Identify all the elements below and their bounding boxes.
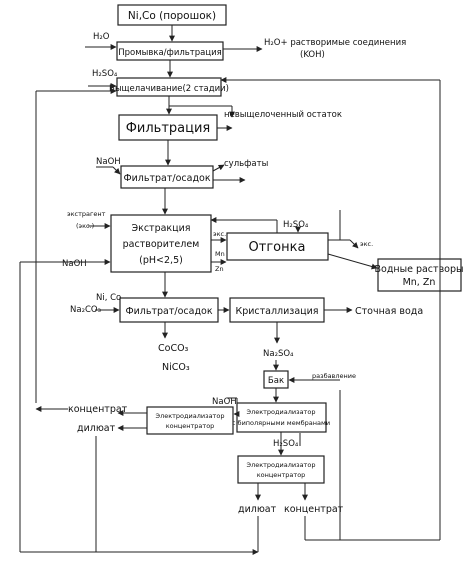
box-water: Водные растворы Mn, Zn	[374, 258, 464, 292]
box-edbm-line2: с биполярными мембранами	[232, 419, 330, 427]
box-filtration: Фильтрация	[118, 114, 218, 141]
label-h2so4-leach: H₂SO₄	[92, 69, 118, 79]
box-edc1: Электродиализатор концентратор	[146, 406, 234, 435]
label-zn: Zn	[215, 265, 224, 273]
label-naoh-3: NaOH	[212, 397, 237, 407]
label-concentrate-2: концентрат	[284, 504, 344, 515]
label-extractant-line2: (экс.)	[76, 222, 94, 230]
box-stripping: Отгонка	[226, 232, 329, 261]
label-naoh-2: NaOH	[62, 259, 87, 269]
label-mn: Mn	[215, 250, 225, 258]
label-na2co3: Na₂CO₃	[70, 305, 101, 315]
label-na2so4: Na₂SO₄	[263, 349, 294, 359]
box-edbm-line1: Электродиализатор	[247, 408, 316, 416]
box-bak: Бак	[263, 370, 289, 389]
label-diluate-1: дилюат	[77, 423, 116, 434]
label-eks-2: экс.	[360, 240, 373, 248]
label-h2so4-3: H₂SO₄	[273, 439, 299, 449]
label-eks-1: экс.	[213, 230, 226, 238]
box-filtrate1: Фильтрат/осадок	[120, 165, 214, 189]
label-coco3: CoCO₃	[158, 343, 189, 354]
box-start-label: Ni,Co (порошок)	[128, 10, 216, 22]
box-edbm: Электродиализатор с биполярными мембрана…	[232, 402, 330, 433]
box-leach-label: Выщелачивание(2 стадии)	[109, 84, 229, 94]
box-wash: Промывка/фильтрация	[116, 41, 224, 61]
box-stripping-label: Отгонка	[249, 240, 306, 255]
box-filtrate2-label: Фильтрат/осадок	[125, 306, 212, 317]
label-extractant-line1: экстрагент	[67, 210, 106, 218]
label-h2o: H₂O	[93, 32, 110, 42]
arrow-water-out	[327, 253, 378, 270]
label-diluate-2: дилюат	[238, 504, 277, 515]
label-h2o-out-line2: (KOH)	[300, 50, 325, 60]
label-concentrate-1: концентрат	[68, 404, 128, 415]
label-nico: Ni, Co	[96, 293, 121, 303]
box-edc2: Электродиализатор концентратор	[237, 455, 325, 484]
box-bak-label: Бак	[268, 376, 284, 386]
box-edc1-line1: Электродиализатор	[156, 412, 225, 420]
box-crystal-label: Кристаллизация	[235, 306, 318, 317]
arrow-eks-out	[349, 239, 359, 249]
box-edc1-line2: концентратор	[166, 422, 215, 430]
arrow-sulfates	[212, 164, 225, 172]
box-extraction-line3: (pH<2,5)	[139, 255, 183, 266]
label-dilution: разбавление	[312, 372, 356, 380]
box-wash-label: Промывка/фильтрация	[118, 48, 222, 58]
box-crystal: Кристаллизация	[229, 297, 325, 323]
box-extraction: Экстракция растворителем (pH<2,5)	[110, 214, 212, 273]
arrow-naoh-1	[112, 166, 121, 175]
box-water-line2: Mn, Zn	[403, 277, 436, 288]
label-naoh-1: NaOH	[96, 157, 121, 167]
label-h2o-out-line1: H₂O+ растворимые соединения	[264, 38, 406, 48]
box-extraction-line2: растворителем	[123, 239, 200, 250]
box-edc2-line1: Электродиализатор	[247, 461, 316, 469]
box-start: Ni,Co (порошок)	[117, 4, 227, 26]
box-filtration-label: Фильтрация	[126, 121, 211, 136]
box-extraction-line1: Экстракция	[131, 223, 190, 234]
box-filtrate1-label: Фильтрат/осадок	[123, 173, 210, 184]
box-edc2-line2: концентратор	[257, 471, 306, 479]
label-wastewater: Сточная вода	[355, 306, 423, 317]
label-h2so4-strip: H₂SO₄	[283, 220, 309, 230]
box-filtrate2: Фильтрат/осадок	[119, 297, 219, 323]
box-leach: Выщелачивание(2 стадии)	[109, 77, 229, 97]
box-water-line1: Водные растворы	[374, 264, 463, 275]
label-residue: невыщелоченный остаток	[224, 110, 342, 120]
label-nico3: NiCO₃	[162, 362, 190, 373]
label-sulfates: сульфаты	[224, 159, 268, 169]
